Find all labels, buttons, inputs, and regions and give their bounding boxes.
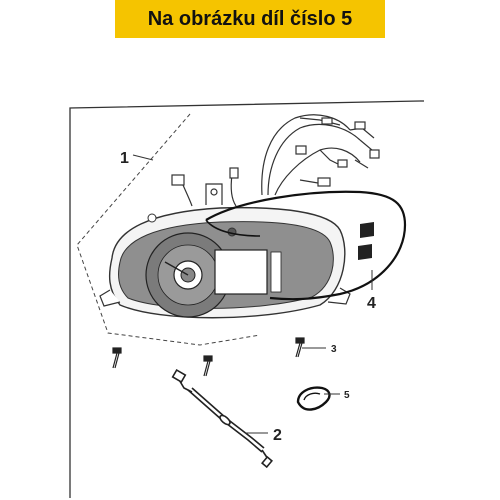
callout-4: 4 bbox=[367, 295, 376, 312]
wiring-harness bbox=[171, 114, 380, 207]
callout-1: 1 bbox=[120, 150, 129, 167]
banner-text: Na obrázku díl číslo 5 bbox=[147, 7, 353, 30]
diagram-frame bbox=[69, 100, 421, 498]
callout-2: 2 bbox=[273, 427, 282, 444]
callout-5: 5 bbox=[344, 390, 350, 401]
screw-right bbox=[295, 337, 305, 358]
speedometer-cable bbox=[171, 368, 273, 469]
rubber-grommet bbox=[296, 386, 331, 411]
assembly-dashed-outline bbox=[76, 113, 261, 346]
cover-lens bbox=[205, 190, 407, 301]
title-banner: Na obrázku díl číslo 5 bbox=[115, 0, 385, 38]
top-bracket bbox=[205, 183, 223, 205]
screw-left bbox=[112, 347, 122, 369]
screw-middle bbox=[203, 355, 213, 377]
callout-3: 3 bbox=[331, 344, 337, 355]
leader-line-1 bbox=[132, 154, 154, 161]
instrument-cluster bbox=[99, 206, 351, 319]
